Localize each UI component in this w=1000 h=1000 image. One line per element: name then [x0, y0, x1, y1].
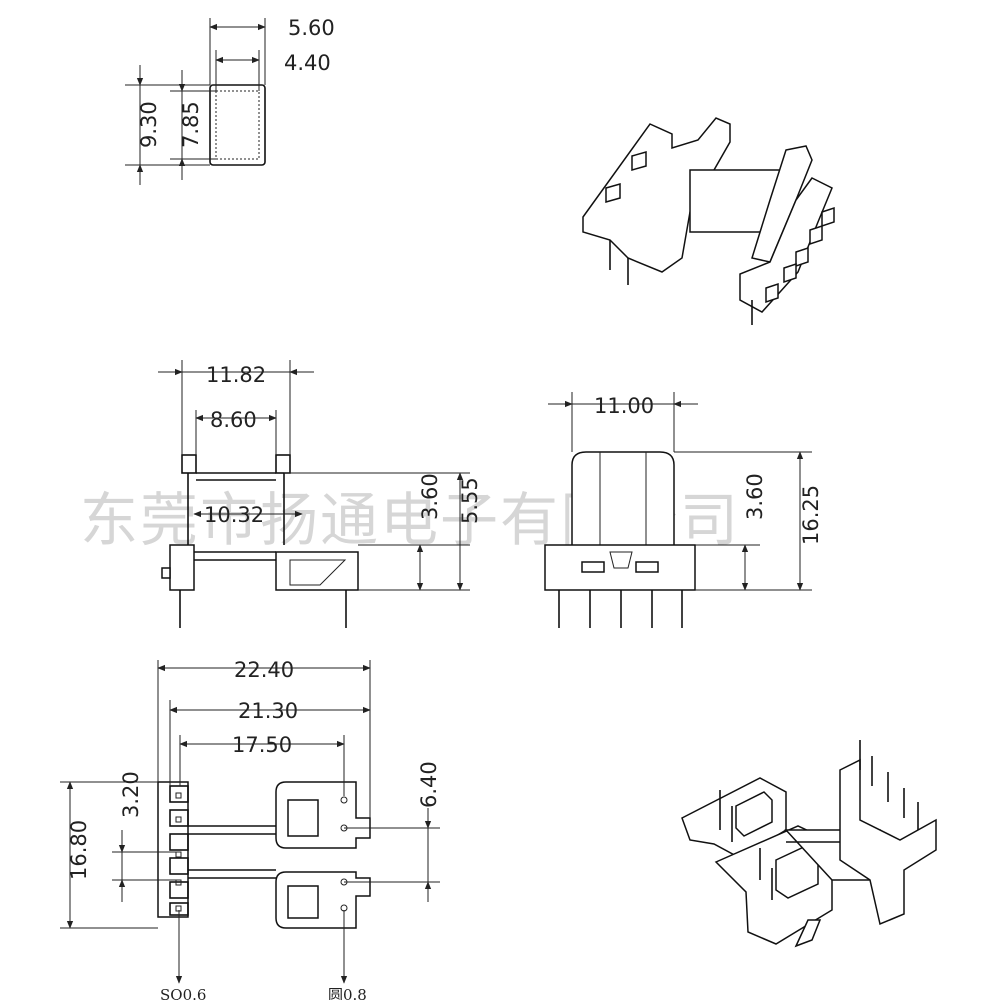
- dim-base-height: 3.60: [418, 473, 442, 520]
- top-view: 5.60 4.40 9.30 7.85: [125, 16, 335, 185]
- dim-front-total-height: 16.25: [799, 485, 823, 545]
- dim-slot-pitch: 6.40: [417, 761, 441, 808]
- dim-bottom-total-height: 16.80: [67, 820, 91, 880]
- dim-flange-width: 11.82: [206, 363, 266, 387]
- label-round-pin: 圆0.8: [328, 986, 367, 1000]
- dim-core-width: 10.32: [204, 503, 264, 527]
- label-square-pin: SQ0.6: [160, 986, 206, 1000]
- side-view: 11.82 8.60 10.32 3.60 5.55: [158, 360, 482, 628]
- isometric-view-top: [582, 117, 835, 325]
- bottom-view: 22.40 21.30 17.50 16.80 3.20 6.40 SQ0.6 …: [60, 658, 441, 1000]
- inner-frame: [215, 90, 260, 160]
- dim-flange-inner: 8.60: [210, 408, 257, 432]
- dim-inner-height: 7.85: [179, 101, 203, 148]
- dim-inner-span: 17.50: [232, 733, 292, 757]
- dim-front-base-height: 3.60: [743, 473, 767, 520]
- dim-pin-span: 21.30: [238, 699, 298, 723]
- dim-outer-width: 5.60: [288, 16, 335, 40]
- front-view: 11.00 3.60 16.25: [544, 392, 823, 628]
- dim-pin-pitch: 3.20: [119, 771, 143, 818]
- outer-frame: [209, 84, 266, 166]
- dim-total-length: 22.40: [234, 658, 294, 682]
- dim-total-height: 5.55: [458, 477, 482, 524]
- dim-inner-width: 4.40: [284, 51, 331, 75]
- dim-front-width: 11.00: [594, 394, 654, 418]
- isometric-view-bottom: [681, 740, 937, 948]
- dim-outer-height: 9.30: [137, 101, 161, 148]
